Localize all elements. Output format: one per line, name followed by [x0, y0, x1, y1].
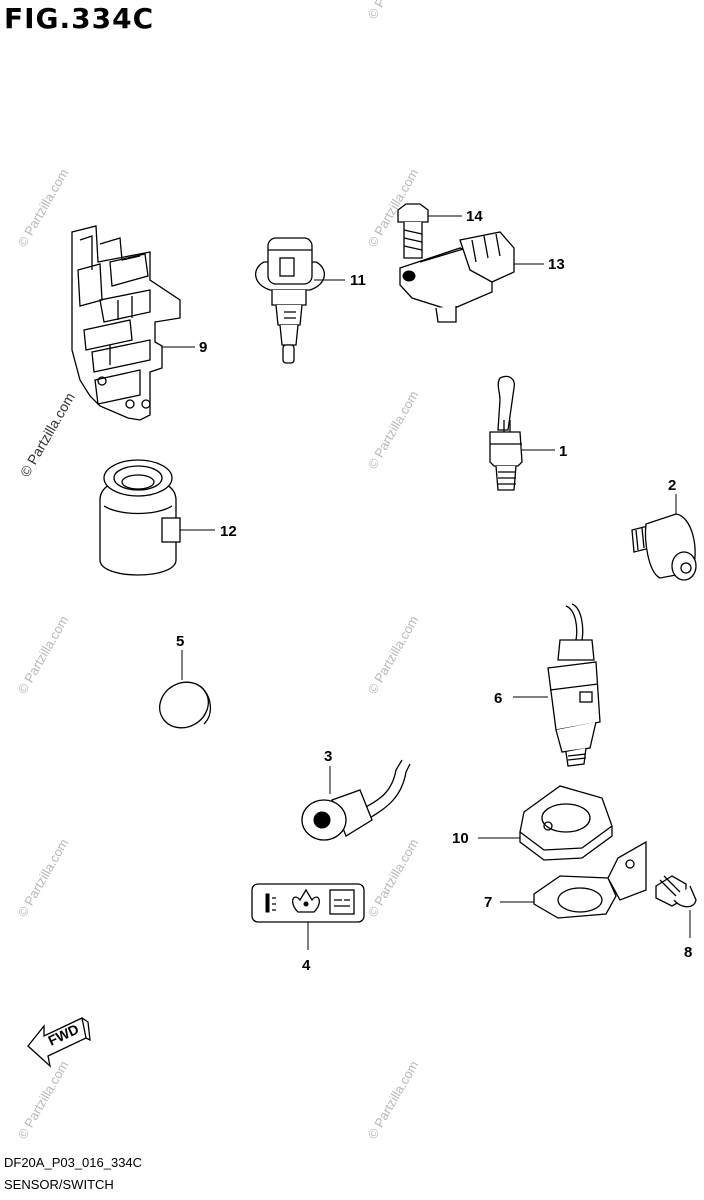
figure-code: DF20A_P03_016_334C [4, 1155, 143, 1170]
part-10-gasket [478, 785, 613, 861]
callout-9: 9 [199, 339, 207, 356]
watermark: © Partzilla.com [365, 388, 422, 471]
part-13-map-sensor [399, 231, 544, 323]
part-7-bracket-plate [500, 840, 647, 919]
watermark: © Partzilla.com [15, 836, 72, 919]
part-14-bolt [397, 203, 462, 259]
callout-14: 14 [466, 208, 483, 225]
callout-3: 3 [324, 748, 332, 765]
callout-12: 12 [220, 523, 237, 540]
callout-11: 11 [350, 272, 366, 289]
watermark: © Partzilla.com [17, 390, 78, 480]
callout-5: 5 [176, 633, 184, 650]
figure-name: SENSOR/SWITCH [4, 1177, 114, 1192]
watermark: © Partzilla.com [365, 836, 422, 919]
callout-1: 1 [559, 443, 567, 460]
part-4-indicator-label [251, 883, 365, 950]
callout-8: 8 [684, 944, 692, 961]
callout-13: 13 [548, 256, 565, 273]
part-1-temp-sensor [489, 375, 555, 491]
watermark: © Partzilla.com [15, 613, 72, 696]
part-11-sensor [255, 237, 345, 364]
figure-title: FIG.334C [4, 2, 155, 35]
part-6-pressure-switch [513, 603, 601, 767]
part-12-boot [99, 459, 215, 576]
callout-7: 7 [484, 894, 492, 911]
part-2-knock-sensor [631, 494, 697, 581]
watermark-layer: © Partzilla.com © Partzilla.com © Partzi… [15, 0, 422, 1142]
callout-10: 10 [452, 830, 469, 847]
callout-6: 6 [494, 690, 502, 707]
part-9-bracket [71, 225, 195, 421]
watermark: © Partzilla.com [365, 1058, 422, 1141]
part-3-grommet [301, 759, 411, 841]
watermark: © Partzilla.com [365, 0, 422, 22]
callout-2: 2 [668, 477, 676, 494]
watermark: © Partzilla.com [15, 166, 72, 249]
watermark: © Partzilla.com [15, 1058, 72, 1141]
part-8-bolt [655, 875, 697, 938]
part-5-plug [159, 650, 211, 729]
callout-4: 4 [302, 957, 311, 974]
watermark: © Partzilla.com [365, 613, 422, 696]
